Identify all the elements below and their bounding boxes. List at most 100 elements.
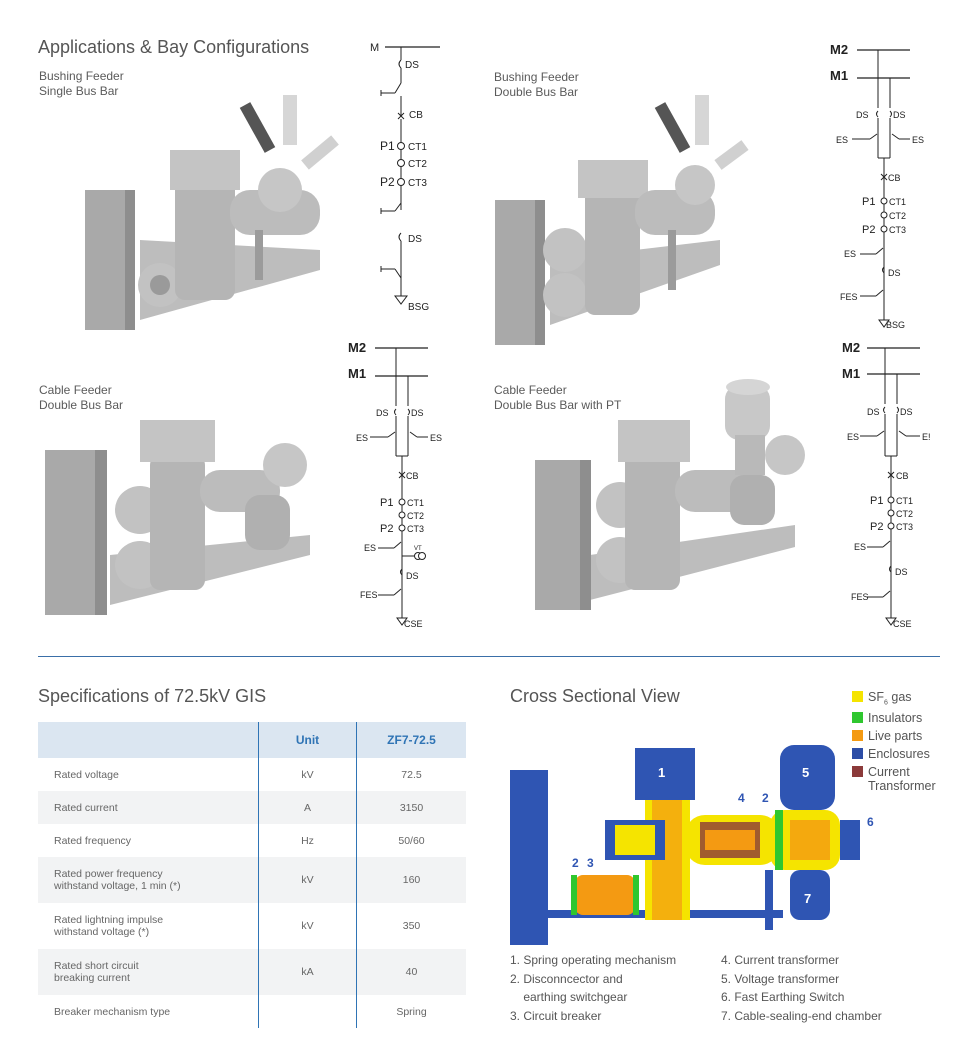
sld-label: M1 bbox=[830, 68, 848, 83]
sld-label: CT2 bbox=[407, 511, 424, 521]
sld-label: P1 bbox=[870, 495, 883, 507]
spec-unit: kV bbox=[258, 758, 357, 791]
sld-label: DS bbox=[888, 268, 901, 278]
sld-label: CT2 bbox=[896, 509, 913, 519]
callout-label: 6 bbox=[867, 815, 874, 829]
legend-swatch bbox=[852, 711, 863, 723]
bay-caption-line: Cable Feeder bbox=[494, 383, 567, 397]
note-item: 1. Spring operating mechanism bbox=[510, 953, 677, 967]
gis-illustration-cable-double-pt bbox=[535, 379, 805, 610]
sld-label: P2 bbox=[380, 523, 393, 535]
sld-label: DS bbox=[406, 571, 419, 581]
sld-label: E! bbox=[922, 432, 931, 442]
sld-label: M2 bbox=[842, 340, 860, 355]
spec-name: Rated power frequency bbox=[54, 868, 163, 880]
single-line-diagram-4: M2 M1 DS DS ES E! CB P1 CT1 CT2 P2 CT3 E… bbox=[842, 340, 931, 629]
sld-label: P1 bbox=[380, 497, 393, 509]
callout-label: 1 bbox=[658, 765, 665, 780]
sld-label: CB bbox=[888, 173, 901, 183]
legend-label-sub: 6 bbox=[883, 699, 888, 707]
sld-label: CB bbox=[896, 471, 909, 481]
gis-illustration-cable-double bbox=[45, 420, 310, 615]
sld-label: M1 bbox=[348, 366, 366, 381]
sld-label: M2 bbox=[830, 42, 848, 57]
table-header-cell bbox=[38, 722, 259, 758]
legend-swatch bbox=[852, 691, 863, 702]
table-header-cell: ZF7-72.5 bbox=[356, 722, 466, 758]
spec-name: withstand voltage, 1 min (*) bbox=[54, 880, 181, 892]
bay-caption-line: Double Bus Bar with PT bbox=[494, 398, 622, 412]
spec-name: Rated frequency bbox=[54, 834, 132, 847]
note-item: 2. Disconncector and bbox=[510, 971, 623, 986]
spec-unit: A bbox=[258, 791, 357, 824]
sld-label: ES bbox=[854, 542, 866, 552]
sld-label: CT1 bbox=[896, 496, 913, 506]
gis-illustration-bushing-double bbox=[495, 95, 749, 345]
sld-label: ES bbox=[912, 135, 924, 145]
legend-item-insulators: Insulators bbox=[852, 711, 936, 725]
sld-label: CSE bbox=[893, 619, 912, 629]
spec-unit: kV bbox=[258, 857, 357, 903]
callout-label: 7 bbox=[804, 891, 811, 906]
callout-label: 3 bbox=[587, 856, 594, 870]
note-item: 6. Fast Earthing Switch bbox=[721, 990, 845, 1004]
legend-swatch bbox=[852, 765, 863, 777]
spec-name: Rated voltage bbox=[54, 768, 119, 781]
bay-caption-line: Bushing Feeder bbox=[39, 69, 124, 83]
sld-label: CT3 bbox=[408, 178, 427, 189]
sld-label: CB bbox=[409, 110, 423, 121]
sld-label: FES bbox=[360, 590, 378, 600]
legend-label: SF bbox=[868, 690, 884, 704]
sld-label: CSE bbox=[404, 619, 423, 629]
sld-label: CT1 bbox=[889, 197, 906, 207]
legend-label: Live parts bbox=[868, 728, 923, 743]
table-header-row: Unit ZF7-72.5 bbox=[38, 722, 466, 758]
sld-label: CT3 bbox=[896, 522, 913, 532]
sld-label: BSG bbox=[408, 302, 429, 313]
spec-value: 160 bbox=[356, 857, 466, 903]
sld-label: CT2 bbox=[889, 211, 906, 221]
note-item: 3. Circuit breaker bbox=[510, 1008, 602, 1023]
sld-label: CT3 bbox=[889, 225, 906, 235]
bay-caption-line: Bushing Feeder bbox=[494, 70, 579, 84]
spec-unit: kA bbox=[258, 949, 357, 995]
sld-label: FES bbox=[840, 292, 858, 302]
note-item: 5. Voltage transformer bbox=[721, 971, 840, 986]
legend-swatch bbox=[852, 747, 863, 759]
sld-label: DS bbox=[856, 110, 869, 120]
spec-value: 3150 bbox=[356, 791, 466, 824]
note-item: 7. Cable-sealing-end chamber bbox=[721, 1008, 882, 1023]
section-title-specifications: Specifications of 72.5kV GIS bbox=[38, 686, 267, 706]
sld-label: CT2 bbox=[408, 159, 427, 170]
sld-label: M2 bbox=[348, 340, 366, 355]
table-header-cell: Unit bbox=[258, 722, 357, 758]
sld-label: CT1 bbox=[407, 498, 424, 508]
sld-label: P2 bbox=[380, 175, 395, 189]
single-line-diagram-1: M DS CB P1 CT1 CT2 P2 CT3 DS BSG bbox=[370, 42, 440, 313]
note-item: 4. Current transformer bbox=[721, 953, 840, 967]
legend-item-enclosures: Enclosures bbox=[852, 747, 936, 761]
sld-label: VT bbox=[414, 546, 422, 552]
legend-label: Current bbox=[868, 764, 910, 779]
spec-value: 40 bbox=[356, 949, 466, 995]
sld-label: ES bbox=[836, 135, 848, 145]
legend-swatch bbox=[852, 729, 863, 741]
spec-name-cell: Rated frequency bbox=[38, 824, 259, 857]
bay-caption-line: Double Bus Bar bbox=[494, 85, 579, 99]
sld-label: ES bbox=[844, 249, 856, 259]
spec-name: withstand voltage (*) bbox=[54, 926, 150, 938]
spec-name-cell: Breaker mechanism type bbox=[38, 995, 259, 1028]
sld-label: DS bbox=[411, 408, 424, 418]
legend-label-suffix: gas bbox=[887, 690, 912, 704]
legend-label: Insulators bbox=[868, 710, 923, 725]
legend-label: Transformer bbox=[868, 778, 936, 793]
callout-label: 4 bbox=[738, 791, 745, 805]
section-title-applications: Applications & Bay Configurations bbox=[38, 37, 310, 57]
